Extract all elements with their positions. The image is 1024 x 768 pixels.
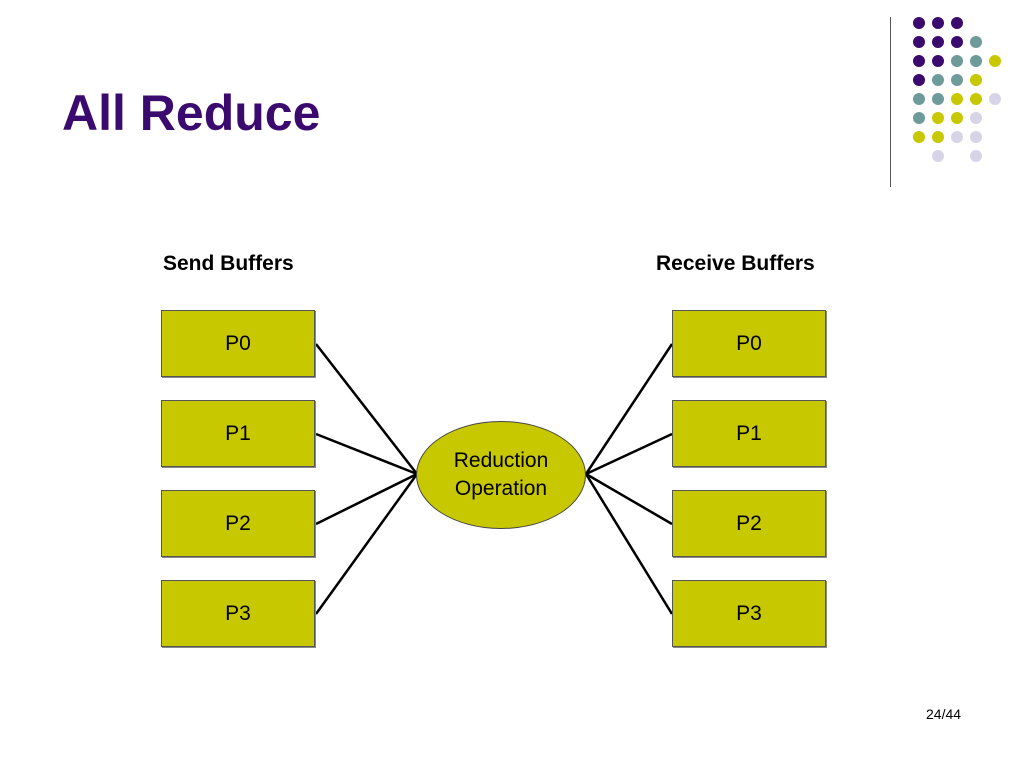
decor-dot bbox=[970, 112, 982, 124]
send-buffer-p1: P1 bbox=[161, 400, 315, 467]
decor-dot bbox=[970, 36, 982, 48]
connector-recv-p1 bbox=[585, 432, 673, 476]
connector-send-p3 bbox=[314, 473, 419, 615]
decor-dot bbox=[951, 112, 963, 124]
decor-dot bbox=[932, 74, 944, 86]
decor-dot bbox=[932, 131, 944, 143]
decor-dot bbox=[913, 74, 925, 86]
receive-buffer-p3: P3 bbox=[672, 580, 826, 647]
decor-dot bbox=[932, 17, 944, 29]
receive-buffer-p2: P2 bbox=[672, 490, 826, 557]
send-buffer-p2: P2 bbox=[161, 490, 315, 557]
connector-send-p1 bbox=[315, 432, 418, 476]
header-divider-line bbox=[890, 17, 891, 187]
reduction-operation-line1: Reduction bbox=[453, 448, 549, 472]
decor-dot bbox=[913, 36, 925, 48]
decor-dot bbox=[970, 131, 982, 143]
connector-recv-p2 bbox=[585, 472, 673, 526]
receive-buffer-p1: P1 bbox=[672, 400, 826, 467]
connector-send-p2 bbox=[315, 472, 418, 526]
decor-dot bbox=[970, 74, 982, 86]
decor-dot bbox=[913, 131, 925, 143]
decor-dot bbox=[913, 112, 925, 124]
decorative-dot-grid bbox=[913, 17, 1001, 162]
reduction-operation-node: Reduction Operation bbox=[416, 421, 586, 529]
page-number: 24/44 bbox=[926, 706, 962, 722]
decor-dot bbox=[989, 55, 1001, 67]
decor-dot bbox=[932, 150, 944, 162]
connector-recv-p0 bbox=[584, 343, 674, 475]
decor-dot bbox=[932, 55, 944, 67]
send-buffers-heading: Send Buffers bbox=[163, 252, 294, 275]
decor-dot bbox=[970, 55, 982, 67]
slide-title: All Reduce bbox=[62, 85, 321, 141]
decor-dot bbox=[932, 36, 944, 48]
decor-dot bbox=[932, 93, 944, 105]
decor-dot bbox=[932, 112, 944, 124]
decor-dot bbox=[951, 93, 963, 105]
send-buffer-p3: P3 bbox=[161, 580, 315, 647]
decor-dot bbox=[970, 150, 982, 162]
decor-dot bbox=[913, 55, 925, 67]
decor-dot bbox=[951, 36, 963, 48]
receive-buffers-heading: Receive Buffers bbox=[656, 252, 815, 275]
connector-send-p0 bbox=[315, 343, 418, 475]
decor-dot bbox=[970, 93, 982, 105]
decor-dot bbox=[913, 17, 925, 29]
connector-recv-p3 bbox=[584, 473, 674, 615]
decor-dot bbox=[951, 131, 963, 143]
receive-buffer-p0: P0 bbox=[672, 310, 826, 377]
decor-dot bbox=[913, 93, 925, 105]
decor-dot bbox=[951, 74, 963, 86]
decor-dot bbox=[951, 55, 963, 67]
decor-dot bbox=[989, 93, 1001, 105]
reduction-operation-line2: Operation bbox=[454, 477, 548, 500]
decor-dot bbox=[951, 17, 963, 29]
send-buffer-p0: P0 bbox=[161, 310, 315, 377]
